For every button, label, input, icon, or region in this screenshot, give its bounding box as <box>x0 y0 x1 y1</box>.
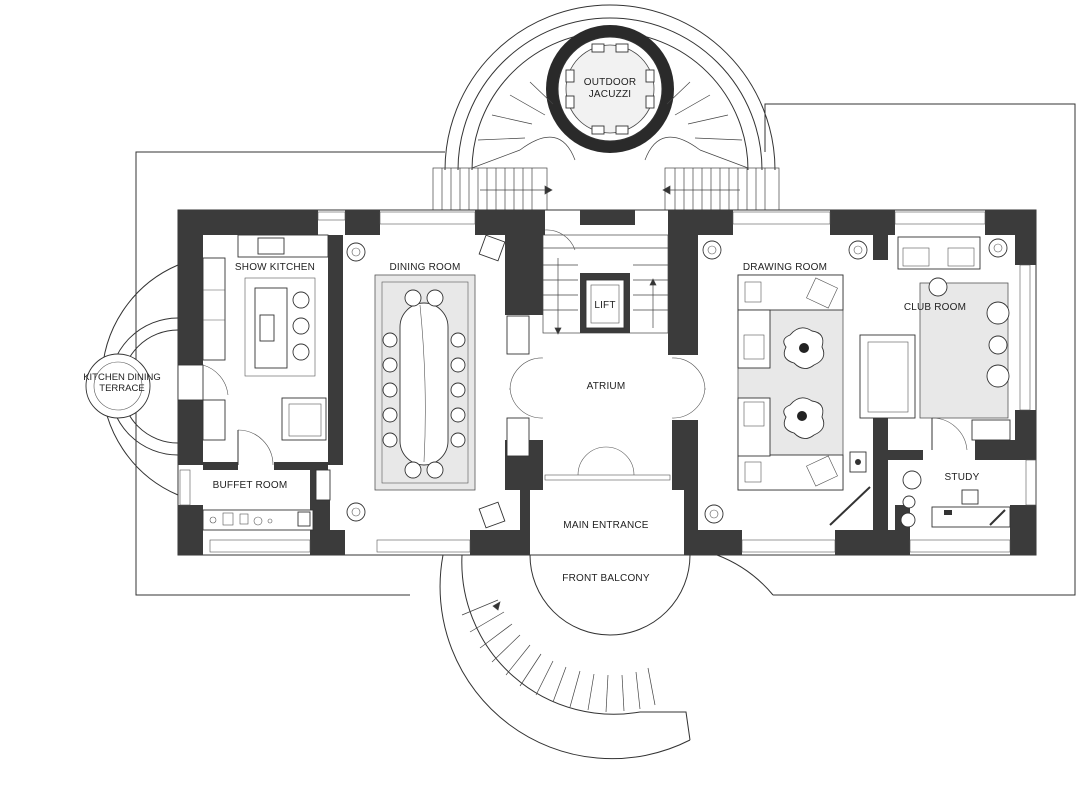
room-label-outdoor-jacuzzi-1: OUTDOOR <box>584 77 637 88</box>
club-room: CLUB ROOM <box>859 236 1011 451</box>
room-label-buffet-room: BUFFET ROOM <box>213 480 288 491</box>
dining-room: DINING ROOM <box>346 234 506 529</box>
room-label-atrium: ATRIUM <box>587 381 626 392</box>
terrace-outline <box>101 4 1076 760</box>
room-label-front-balcony: FRONT BALCONY <box>562 573 650 584</box>
drawing-room: DRAWING ROOM <box>702 240 871 526</box>
room-label-club-room: CLUB ROOM <box>904 302 966 313</box>
study: STUDY <box>900 470 1011 528</box>
room-label-show-kitchen: SHOW KITCHEN <box>235 262 315 273</box>
rear-curved-stairs <box>471 81 749 169</box>
building-walls <box>177 209 1037 556</box>
room-label-study: STUDY <box>945 472 980 483</box>
rear-straight-stairs <box>432 167 780 211</box>
room-label-dining-room: DINING ROOM <box>389 262 460 273</box>
lift: LIFT <box>580 273 630 333</box>
windows <box>179 211 1037 553</box>
room-label-kitchen-dining-terrace-2: TERRACE <box>99 383 144 394</box>
atrium: ATRIUM MAIN ENTRANCE FRONT BALCONY <box>506 315 706 584</box>
stair-core <box>542 229 669 335</box>
buffet-room: BUFFET ROOM <box>202 469 331 531</box>
room-label-kitchen-dining-terrace-1: KITCHEN DINING <box>83 372 161 383</box>
room-label-outdoor-jacuzzi-2: JACUZZI <box>589 89 632 100</box>
room-label-lift: LIFT <box>594 300 615 311</box>
room-label-main-entrance: MAIN ENTRANCE <box>563 520 649 531</box>
show-kitchen: SHOW KITCHEN <box>202 234 329 466</box>
front-curved-stairs <box>461 599 656 713</box>
outdoor-jacuzzi: OUTDOOR JACUZZI <box>546 25 674 153</box>
room-label-drawing-room: DRAWING ROOM <box>743 262 827 273</box>
kitchen-dining-terrace: KITCHEN DINING TERRACE <box>83 353 204 419</box>
